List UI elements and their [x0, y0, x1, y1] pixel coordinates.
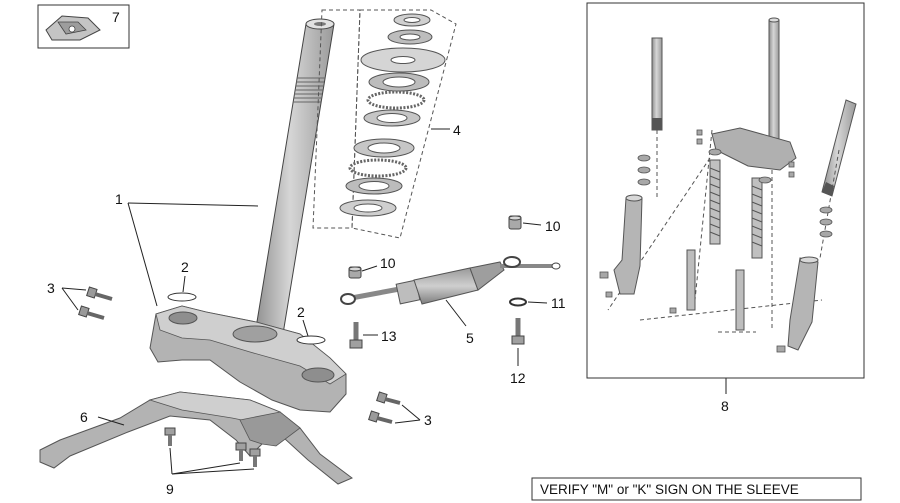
label-5: 5	[466, 330, 474, 346]
label-7: 7	[112, 9, 120, 25]
label-6: 6	[80, 409, 88, 425]
label-3-left: 3	[47, 280, 55, 296]
label-9: 9	[166, 481, 174, 497]
right-stanchion	[821, 99, 857, 197]
note-text: VERIFY "M" or "K" SIGN ON THE SLEEVE	[540, 482, 799, 497]
part-7-inset: 7	[37, 4, 130, 49]
label-2-left: 2	[181, 259, 189, 275]
dust-seal	[339, 199, 397, 217]
label-10-right: 10	[545, 218, 561, 234]
label-12: 12	[510, 370, 526, 386]
nut-10-right	[508, 215, 522, 230]
screw-9-left	[164, 427, 176, 446]
left-fork-spring	[709, 159, 721, 245]
o-ring-right	[296, 335, 326, 345]
bearing-washer-large	[360, 47, 446, 73]
screw-3-upper-left	[86, 286, 113, 301]
label-8: 8	[721, 398, 729, 414]
ball-cage-upper	[366, 90, 426, 110]
mounting-bracket	[39, 391, 353, 485]
screw-9-right	[249, 448, 261, 467]
fork-upper-crown	[711, 127, 797, 171]
steering-damper	[340, 256, 561, 305]
leader-lines	[61, 128, 727, 475]
label-3-right: 3	[424, 412, 432, 428]
bearing-cone-lower	[345, 177, 403, 195]
bearing-ring-1	[393, 13, 431, 27]
left-stanchion	[651, 37, 663, 131]
right-damper-rod	[735, 269, 745, 331]
label-2-right: 2	[297, 304, 305, 320]
label-11: 11	[551, 295, 566, 311]
small-fork-hardware	[599, 129, 833, 353]
front-fork-panel	[586, 2, 865, 379]
left-damper-rod	[686, 249, 696, 311]
bearing-cup-lower	[353, 138, 415, 158]
o-ring-left	[167, 292, 197, 302]
bearing-cone-upper	[368, 72, 430, 92]
steering-stem-tube	[253, 18, 335, 341]
label-1: 1	[115, 191, 123, 207]
left-fork-slider	[613, 194, 643, 295]
screw-3-lower-left	[78, 305, 105, 320]
verify-sign-note: VERIFY "M" or "K" SIGN ON THE SLEEVE	[531, 477, 862, 501]
washer-11	[509, 297, 527, 307]
right-fork-slider	[787, 256, 819, 351]
center-steerer-tube	[768, 17, 780, 141]
label-10-left: 10	[380, 255, 396, 271]
screw-13	[349, 322, 363, 349]
bearing-cup-upper	[363, 109, 421, 127]
label-4: 4	[453, 122, 461, 138]
lower-fork-crown	[149, 305, 347, 413]
bearing-kit-stack	[312, 9, 457, 239]
nut-10-left	[348, 266, 362, 279]
label-13: 13	[381, 328, 397, 344]
screw-3-upper-right	[376, 391, 401, 405]
clip-nut-icon	[45, 15, 101, 41]
screw-12	[511, 318, 525, 345]
screw-3-lower-right	[368, 410, 393, 424]
right-fork-spring	[751, 177, 763, 259]
screw-9-middle	[235, 442, 247, 461]
ball-cage-lower	[348, 158, 408, 178]
bearing-ring-2	[387, 29, 433, 45]
